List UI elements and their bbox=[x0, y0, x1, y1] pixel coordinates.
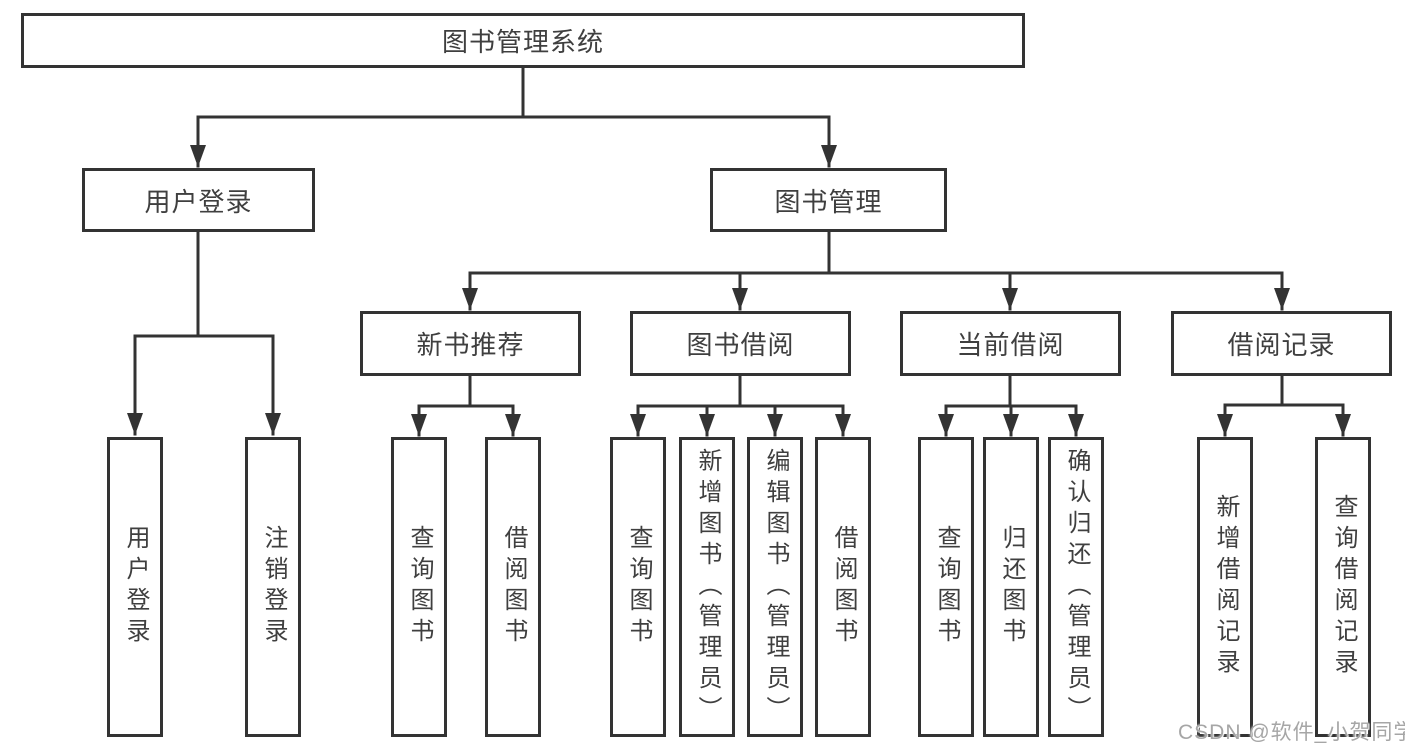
leaf-borrow-books: 借阅图书 bbox=[815, 437, 871, 737]
node-root: 图书管理系统 bbox=[21, 13, 1025, 68]
leaf-query-books-borrow: 查询图书 bbox=[610, 437, 666, 737]
leaf-edit-book-admin: 编辑图书（管理员） bbox=[747, 437, 803, 737]
leaf-query-borrow-record: 查询借阅记录 bbox=[1315, 437, 1371, 737]
leaf-add-book-admin: 新增图书（管理员） bbox=[679, 437, 735, 737]
leaf-user-login: 用户登录 bbox=[107, 437, 163, 737]
leaf-add-borrow-record: 新增借阅记录 bbox=[1197, 437, 1253, 737]
leaf-logout: 注销登录 bbox=[245, 437, 301, 737]
node-user-login-branch: 用户登录 bbox=[82, 168, 315, 232]
leaf-query-books-current: 查询图书 bbox=[918, 437, 974, 737]
node-book-borrow: 图书借阅 bbox=[630, 311, 851, 376]
leaf-query-books-recommend: 查询图书 bbox=[391, 437, 447, 737]
node-book-management: 图书管理 bbox=[710, 168, 947, 232]
node-current-borrow: 当前借阅 bbox=[900, 311, 1121, 376]
leaf-return-book: 归还图书 bbox=[983, 437, 1039, 737]
node-borrow-records: 借阅记录 bbox=[1171, 311, 1392, 376]
leaf-borrow-books-recommend: 借阅图书 bbox=[485, 437, 541, 737]
leaf-confirm-return-admin: 确认归还（管理员） bbox=[1048, 437, 1104, 737]
node-new-book-recommend: 新书推荐 bbox=[360, 311, 581, 376]
watermark: CSDN @软件_小贺同学 bbox=[1178, 721, 1405, 744]
